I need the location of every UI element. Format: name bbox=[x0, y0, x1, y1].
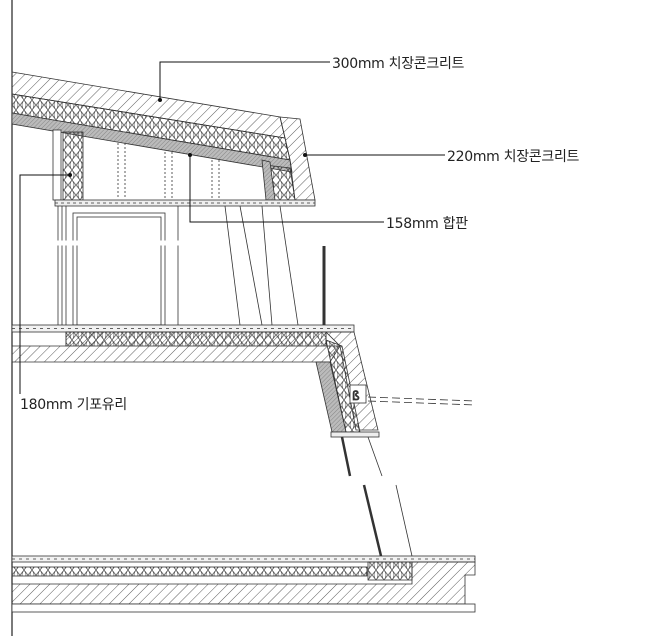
wall-insulation bbox=[52, 129, 220, 201]
plywood-ceiling bbox=[54, 199, 316, 207]
roof-slab bbox=[11, 71, 316, 201]
svg-text:ß: ß bbox=[352, 389, 360, 403]
slanted-glazing bbox=[340, 436, 413, 557]
drain-detail bbox=[349, 384, 367, 404]
middle-slab: ß bbox=[11, 324, 476, 438]
leader-dots bbox=[68, 98, 307, 177]
window-frame bbox=[40, 205, 326, 326]
label-roof-concrete: 300mm 치장콘크리트 bbox=[332, 56, 465, 72]
label-plywood: 158mm 합판 bbox=[386, 216, 468, 232]
label-parapet-concrete: 220mm 치장콘크리트 bbox=[447, 149, 580, 165]
leader-lines bbox=[19, 61, 445, 394]
label-foam-glass: 180mm 기포유리 bbox=[20, 397, 127, 413]
bottom-slab bbox=[11, 555, 476, 613]
